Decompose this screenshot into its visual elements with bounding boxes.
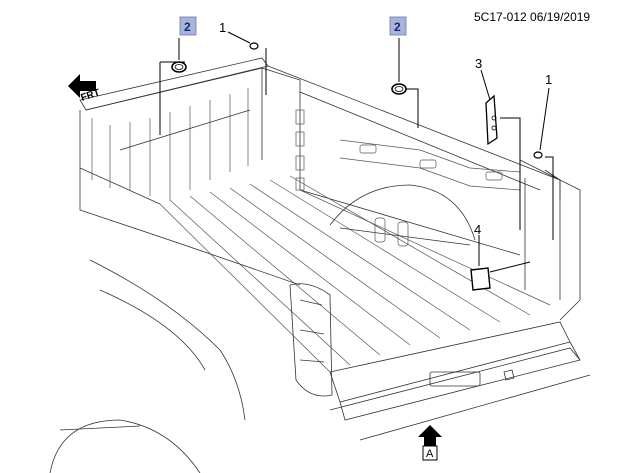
left-wall-ribs [91,88,251,200]
part-3-bracket [485,94,498,146]
part-1-right-plug [533,151,543,159]
arrow-up-icon [418,425,442,446]
bed-floor-ribs [159,175,551,373]
callout-1-left: 1 [219,20,226,35]
svg-text:2: 2 [394,20,401,34]
part-4-cover [470,267,491,291]
view-a-marker: A [418,425,442,461]
callout-4: 4 [474,222,481,237]
front-direction-marker: FRT [68,74,101,104]
callout-2-left: 2 [179,16,197,36]
part-1-left-plug [249,42,259,50]
arrow-left-icon [68,74,96,98]
callout-2-right: 2 [389,16,407,36]
part-2-right-plug [391,83,407,95]
truck-bed-illustration [49,57,591,473]
diagram-reference-code: 5C17-012 06/19/2019 [474,10,590,24]
callout-3: 3 [475,56,482,71]
view-a-label: A [426,448,434,460]
part-2-left-plug [171,61,187,73]
callout-1-right: 1 [545,72,552,87]
svg-text:2: 2 [184,20,191,34]
